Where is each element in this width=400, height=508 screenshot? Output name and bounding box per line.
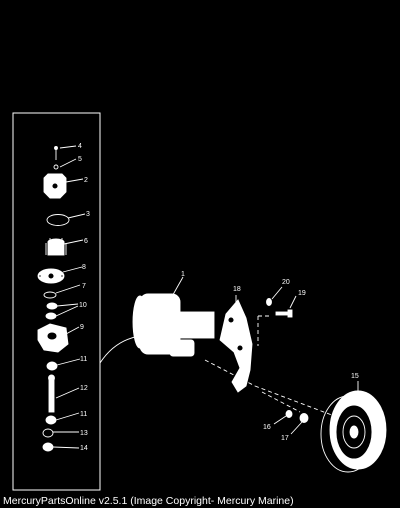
callout-number: 8	[82, 264, 86, 271]
part-pump-assembly[interactable]	[132, 293, 215, 357]
callout-number: 12	[80, 385, 88, 392]
callout-number: 17	[281, 435, 289, 442]
callout-number: 4	[78, 143, 82, 150]
callout-number: 16	[263, 424, 271, 431]
part-bushing-lower[interactable]	[45, 415, 57, 425]
part-pulley-nut[interactable]	[299, 413, 309, 423]
part-pump-body[interactable]	[43, 173, 67, 199]
part-mounting-bracket[interactable]	[219, 299, 253, 393]
part-pulley-washer[interactable]	[285, 410, 293, 418]
image-copyright-caption: MercuryPartsOnline v2.5.1 (Image Copyrig…	[3, 495, 294, 507]
callout-number: 3	[86, 211, 90, 218]
callout-number: 11	[80, 356, 87, 363]
part-pulley[interactable]	[320, 390, 387, 473]
callout-number: 19	[298, 290, 306, 297]
part-impeller[interactable]	[45, 238, 67, 256]
connector-line	[99, 335, 141, 364]
callout-number: 15	[351, 373, 359, 380]
part-washer[interactable]	[53, 164, 59, 170]
callout-number: 13	[80, 430, 88, 437]
part-o-ring[interactable]	[46, 214, 70, 226]
callout-number: 11	[80, 411, 87, 418]
part-wear-plate[interactable]	[37, 268, 65, 284]
callout-number: 20	[282, 279, 290, 286]
callout-number: 18	[233, 286, 241, 293]
part-nut[interactable]	[42, 442, 54, 452]
callout-number: 9	[80, 324, 84, 331]
part-base-housing[interactable]	[37, 323, 69, 353]
part-bracket-bolt[interactable]	[275, 309, 293, 318]
part-gasket[interactable]	[43, 291, 57, 299]
part-bushing-upper[interactable]	[46, 361, 58, 371]
callout-number: 14	[80, 445, 88, 452]
part-retaining-ring[interactable]	[42, 428, 54, 438]
part-shaft[interactable]	[48, 374, 55, 413]
part-screw[interactable]	[54, 146, 58, 161]
parts-detail-box	[12, 112, 101, 491]
callout-number: 1	[181, 271, 185, 278]
part-seal-pair[interactable]	[45, 302, 58, 320]
callout-number: 6	[84, 238, 88, 245]
callout-number: 2	[84, 177, 88, 184]
part-bracket-washer[interactable]	[266, 298, 272, 306]
callout-number: 5	[78, 156, 82, 163]
callout-number: 10	[79, 302, 87, 309]
callout-number: 7	[82, 283, 86, 290]
